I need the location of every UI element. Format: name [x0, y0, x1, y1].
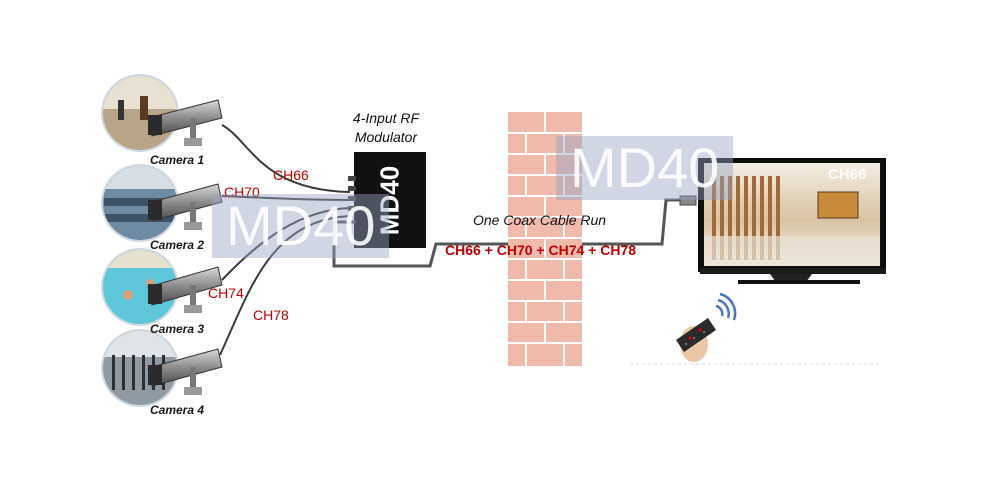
cctv-camera-icon [147, 348, 223, 395]
channel-label-camera-4: CH78 [253, 307, 289, 323]
modulator-caption-line-1: 4-Input RF [352, 110, 420, 126]
rf-modulator-box [354, 152, 426, 248]
cctv-camera-icon [147, 266, 223, 313]
watermark-right: MD40 [556, 136, 734, 200]
combined-channels-label: CH66 + CH70 + CH74 + CH78 [445, 242, 637, 258]
camera-2-label: Camera 2 [150, 238, 205, 252]
camera-1-scene [101, 74, 179, 152]
modulator-caption-line-2: Modulator [354, 129, 418, 145]
remote-control-icon [676, 318, 716, 362]
camera-cables [219, 124, 351, 356]
coax-connector-icon [679, 195, 697, 206]
watermark-left: MD40 [212, 194, 390, 258]
camera-3-scene [101, 248, 179, 326]
channel-label-camera-2: CH70 [224, 184, 260, 200]
coax-cable-label: One Coax Cable Run [473, 212, 607, 228]
tv-channel-display: CH66 [828, 166, 867, 183]
modulator-ports [348, 176, 356, 211]
cctv-camera-icon [147, 183, 223, 230]
camera-3-label: Camera 3 [150, 322, 205, 336]
brick-wall [508, 112, 582, 366]
signal-waves-icon [715, 292, 737, 321]
camera-4-scene [101, 329, 179, 407]
coax-cable [332, 198, 682, 268]
tv-icon [698, 158, 886, 284]
cctv-camera-icon [147, 99, 223, 146]
camera-1-label: Camera 1 [150, 153, 205, 167]
camera-4-label: Camera 4 [150, 403, 205, 417]
channel-label-camera-1: CH66 [273, 167, 309, 183]
channel-label-camera-3: CH74 [208, 285, 244, 301]
modulator-caption: 4-Input RF Modulator [338, 109, 434, 147]
